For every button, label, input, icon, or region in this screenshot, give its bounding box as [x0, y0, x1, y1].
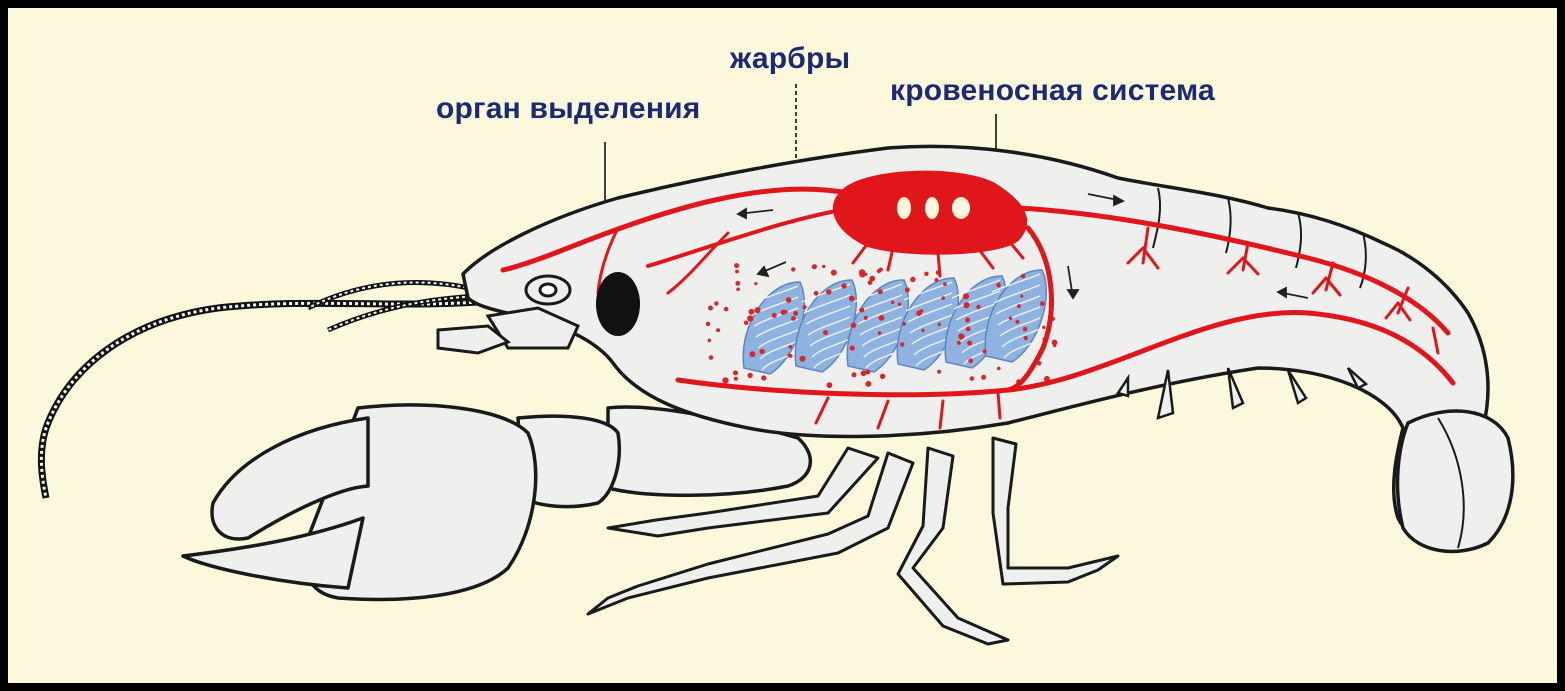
excretory-organ	[596, 272, 640, 336]
crayfish-diagram	[8, 8, 1557, 683]
tail-fan	[1398, 411, 1513, 551]
claw-lower-finger	[183, 518, 363, 588]
diagram-frame: орган выделения жарбры кровеносная систе…	[8, 8, 1557, 683]
